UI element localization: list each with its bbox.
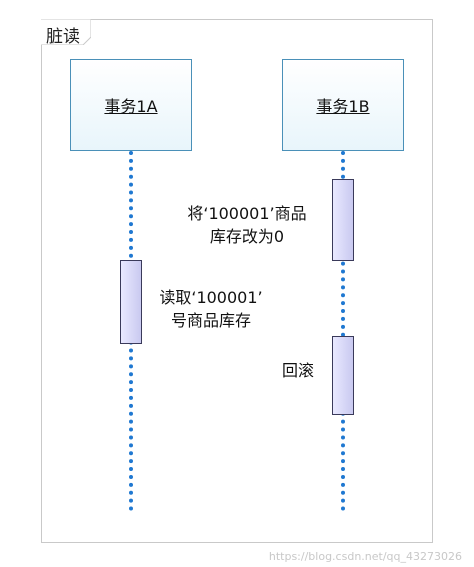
message-read-line1: 读取‘100001’ (159, 288, 263, 307)
message-rollback-line1: 回滚 (281, 361, 314, 380)
message-update-line2: 库存改为0 (209, 227, 285, 246)
participant-label-b: 事务1B (316, 97, 370, 116)
participant-box-a: 事务1A (70, 59, 192, 151)
message-read-line2: 号商品库存 (170, 311, 251, 330)
watermark: https://blog.csdn.net/qq_43273026 (268, 550, 462, 563)
activation-a-read (120, 260, 142, 344)
frame-label: 脏读 (46, 27, 80, 47)
message-update-line1: 将‘100001’商品 (187, 204, 307, 223)
participant-label-a: 事务1A (104, 97, 158, 116)
activation-b-write (332, 179, 354, 261)
frame-tab (41, 19, 91, 45)
message-update: 将‘100001’商品 库存改为0 (168, 202, 326, 248)
lifeline-b (341, 151, 345, 511)
message-rollback: 回滚 (276, 359, 320, 382)
participant-box-b: 事务1B (282, 59, 404, 151)
message-read: 读取‘100001’ 号商品库存 (144, 286, 278, 332)
activation-b-rollback (332, 336, 354, 415)
